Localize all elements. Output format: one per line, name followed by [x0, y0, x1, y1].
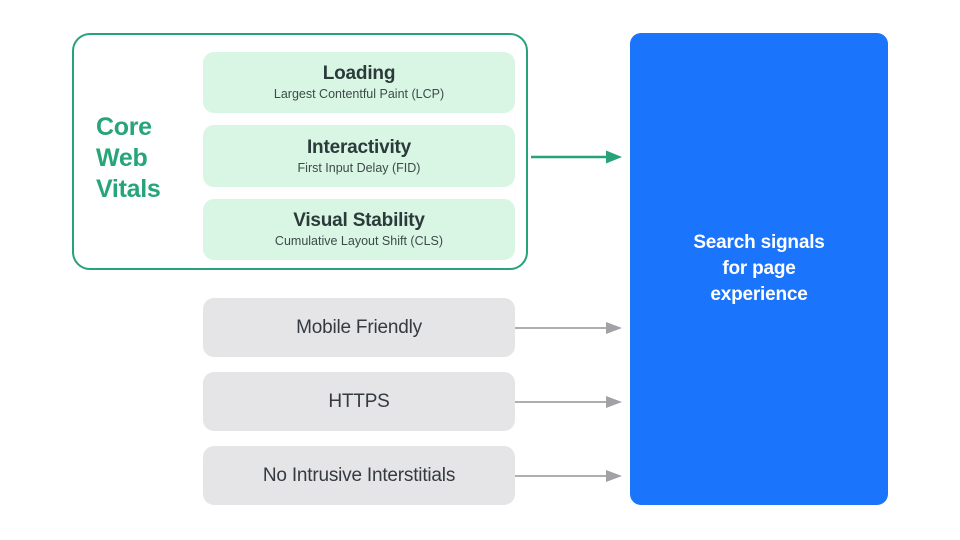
metric-card-visual-stability[interactable]: Visual Stability Cumulative Layout Shift…: [203, 199, 515, 260]
mobile-friendly-arrow-icon: [515, 322, 622, 334]
signal-label-https: HTTPS: [328, 391, 390, 412]
core-web-vitals-arrow-icon: [531, 150, 622, 164]
metric-title-visual-stability: Visual Stability: [293, 210, 425, 231]
metric-subtitle-visual-stability: Cumulative Layout Shift (CLS): [274, 234, 444, 248]
signal-label-no-intrusive-interstitials: No Intrusive Interstitials: [262, 465, 456, 486]
core-web-vitals-group-label: Core Web Vitals: [96, 113, 161, 203]
outcome-panel-text: Search signals for page experience: [693, 232, 825, 305]
signal-card-mobile-friendly[interactable]: Mobile Friendly: [203, 298, 515, 357]
outcome-panel[interactable]: Search signals for page experience: [630, 33, 888, 505]
metric-title-loading: Loading: [322, 63, 396, 84]
metric-card-loading[interactable]: Loading Largest Contentful Paint (LCP): [203, 52, 515, 113]
metric-subtitle-loading: Largest Contentful Paint (LCP): [273, 87, 445, 101]
no-intrusive-interstitials-arrow-icon: [515, 470, 622, 482]
metric-title-interactivity: Interactivity: [306, 136, 412, 158]
signal-card-no-intrusive-interstitials[interactable]: No Intrusive Interstitials: [203, 446, 515, 505]
metric-subtitle-interactivity: First Input Delay (FID): [297, 160, 421, 175]
signal-card-https[interactable]: HTTPS: [203, 372, 515, 431]
https-arrow-icon: [515, 396, 622, 408]
signal-label-mobile-friendly: Mobile Friendly: [296, 317, 422, 338]
metric-card-interactivity[interactable]: Interactivity First Input Delay (FID): [203, 125, 515, 187]
